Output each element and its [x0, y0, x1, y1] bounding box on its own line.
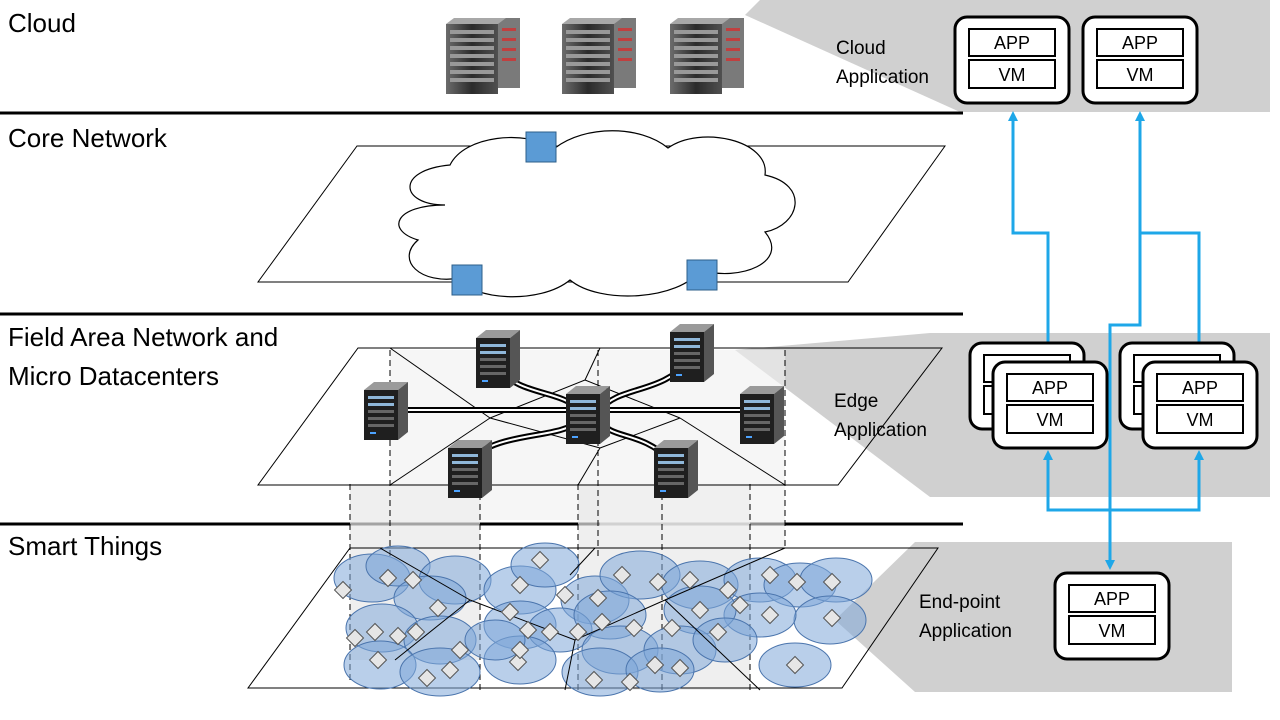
sensor-coverage-ellipse — [464, 619, 526, 661]
cloud-vm-container: APP VM — [1081, 15, 1199, 105]
sensor-diamond-icon — [365, 622, 385, 642]
sensor-diamond-icon — [510, 640, 530, 660]
sensor-diamond-icon — [680, 570, 700, 590]
sensor-diamond-icon — [568, 622, 588, 642]
arrow-cloud-edge-left — [1008, 111, 1053, 368]
edge-application-label-2: Application — [834, 420, 927, 441]
vm-box-label: VM — [999, 65, 1026, 85]
sensor-diamond-icon — [690, 600, 710, 620]
cloud-application-label-1: Cloud — [836, 38, 886, 59]
app-box-label: APP — [1032, 378, 1068, 398]
endpoint-application-label-1: End-point — [919, 592, 1001, 613]
sensor-diamond-icon — [406, 622, 426, 642]
arrow-edge-edge — [1043, 450, 1204, 512]
sensor-diamond-icon — [760, 605, 780, 625]
edge-vm-stack-right: APP VM — [1118, 341, 1259, 450]
sensor-diamond-icon — [510, 575, 530, 595]
app-box-label: APP — [994, 33, 1030, 53]
field-area-plane — [257, 347, 944, 486]
sensor-diamond-icon — [822, 572, 842, 592]
app-box-label: APP — [1182, 378, 1218, 398]
sensor-diamond-icon — [584, 670, 604, 690]
layer-label-field-area-1: Field Area Network and — [8, 322, 278, 352]
sensor-diamond-icon — [612, 565, 632, 585]
arrow-cloud-endpoint — [1105, 233, 1142, 570]
layer-label-field-area-2: Micro Datacenters — [8, 361, 219, 391]
server-tower-icon — [670, 324, 714, 382]
cloud-vm-container: APP VM — [953, 15, 1071, 105]
server-rack-icon — [670, 18, 744, 94]
layer-label-smart-things: Smart Things — [8, 531, 162, 561]
sensor-diamond-icon — [620, 672, 640, 692]
endpoint-application-label-2: Application — [919, 621, 1012, 642]
sensor-diamond-icon — [540, 622, 560, 642]
router-square-icon — [686, 259, 718, 291]
endpoint-callout-shape — [835, 542, 1232, 692]
sensor-diamond-icon — [624, 618, 644, 638]
edge-vm-stack-left: APP VM — [968, 341, 1109, 450]
sensor-diamond-icon — [588, 588, 608, 608]
server-tower-icon — [740, 386, 784, 444]
layer-label-cloud: Cloud — [8, 8, 76, 38]
server-tower-icon — [448, 440, 492, 498]
sensor-diamond-icon — [440, 660, 460, 680]
server-tower-icon — [476, 330, 520, 388]
sensor-diamond-icon — [760, 565, 780, 585]
sensor-diamond-icon — [555, 585, 575, 605]
vm-box-label: VM — [1127, 65, 1154, 85]
sensor-diamond-icon — [333, 580, 353, 600]
server-tower-icon — [364, 382, 408, 440]
sensor-diamond-icon — [592, 612, 612, 632]
sensor-diamond-icon — [708, 622, 728, 642]
sensor-diamond-icon — [645, 655, 665, 675]
sensor-diamond-icon — [417, 668, 437, 688]
sensor-coverage-ellipse — [692, 617, 758, 663]
edge-application-label-1: Edge — [834, 391, 878, 412]
sensor-diamond-icon — [730, 595, 750, 615]
app-box-label: APP — [1122, 33, 1158, 53]
smart-things-partitions — [379, 547, 786, 691]
sensor-diamond-icon — [822, 608, 842, 628]
sensor-nodes — [333, 550, 842, 692]
arrow-cloud-edge-right — [1135, 111, 1204, 368]
sensor-diamond-icon — [787, 572, 807, 592]
server-rack-icon — [446, 18, 520, 94]
server-tower-icon — [654, 440, 698, 498]
vm-box-label: VM — [1099, 621, 1126, 641]
sensor-diamond-icon — [403, 570, 423, 590]
sensor-diamond-icon — [450, 640, 470, 660]
sensor-diamond-icon — [428, 598, 448, 618]
sensor-coverage-ellipse — [399, 647, 481, 697]
sensor-diamond-icon — [718, 580, 738, 600]
sensor-diamond-icon — [388, 626, 408, 646]
sensor-diamond-icon — [508, 652, 528, 672]
router-square-icon — [451, 264, 483, 296]
sensor-diamond-icon — [500, 602, 520, 622]
cloud-application-label-2: Application — [836, 67, 929, 88]
vm-box-label: VM — [1037, 410, 1064, 430]
sensor-diamond-icon — [662, 618, 682, 638]
sensor-diamond-icon — [785, 655, 805, 675]
sensor-diamond-icon — [368, 650, 388, 670]
app-box-label: APP — [1094, 589, 1130, 609]
sensor-coverage-ellipse — [625, 647, 695, 693]
smart-things-plane — [247, 547, 939, 689]
vm-box-label: VM — [1187, 410, 1214, 430]
core-network-cloud — [398, 130, 796, 298]
server-tower-icon — [566, 386, 610, 444]
server-rack-icon — [562, 18, 636, 94]
router-square-icon — [525, 131, 557, 163]
core-network-plane — [257, 145, 946, 283]
sensor-diamond-icon — [378, 568, 398, 588]
sensor-diamond-icon — [648, 572, 668, 592]
data-flow-arrows — [1008, 111, 1204, 570]
sensor-diamond-icon — [345, 628, 365, 648]
layer-label-core-network: Core Network — [8, 123, 168, 153]
sensor-diamond-icon — [670, 658, 690, 678]
sensor-diamond-icon — [530, 550, 550, 570]
sensor-diamond-icon — [518, 620, 538, 640]
endpoint-vm-container: APP VM — [1053, 571, 1171, 661]
